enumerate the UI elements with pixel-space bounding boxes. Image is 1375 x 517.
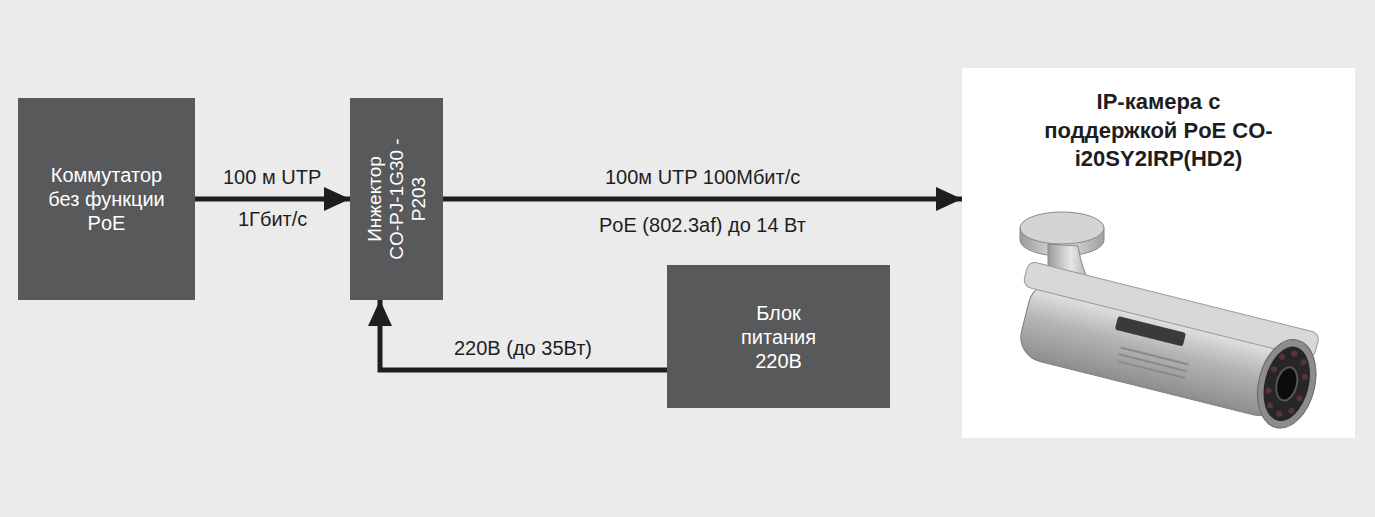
edge-label: 100м UTP 100Мбит/с [605,165,800,189]
node-text: Коммутатор без функции PoE [42,163,172,235]
line-note: 1Гбит/с [238,207,307,231]
camera-panel: IP-камера с поддержкой PoE CO-i20SY2IRP(… [962,68,1355,438]
line-note: PoE (802.3af) до 14 Вт [599,213,806,237]
connector-arrow [380,300,667,370]
node-text: Блок питания 220В [724,301,834,373]
edge-label: 220В (до 35Вт) [454,336,592,360]
connector-arrow [195,197,350,202]
connector-arrow [443,197,962,202]
node-text: IP-камера с поддержкой PoE CO-i20SY2IRP(… [1034,88,1284,174]
power-supply-box: Блок питания 220В [667,265,890,408]
edge-label: 100 м UTP [223,165,321,189]
switch-box: Коммутатор без функции PoE [18,98,195,300]
vertical-node-text: Инжектор CO-PJ-1G30 -P203 [364,137,430,262]
injector-box: Инжектор CO-PJ-1G30 -P203 [350,98,443,300]
